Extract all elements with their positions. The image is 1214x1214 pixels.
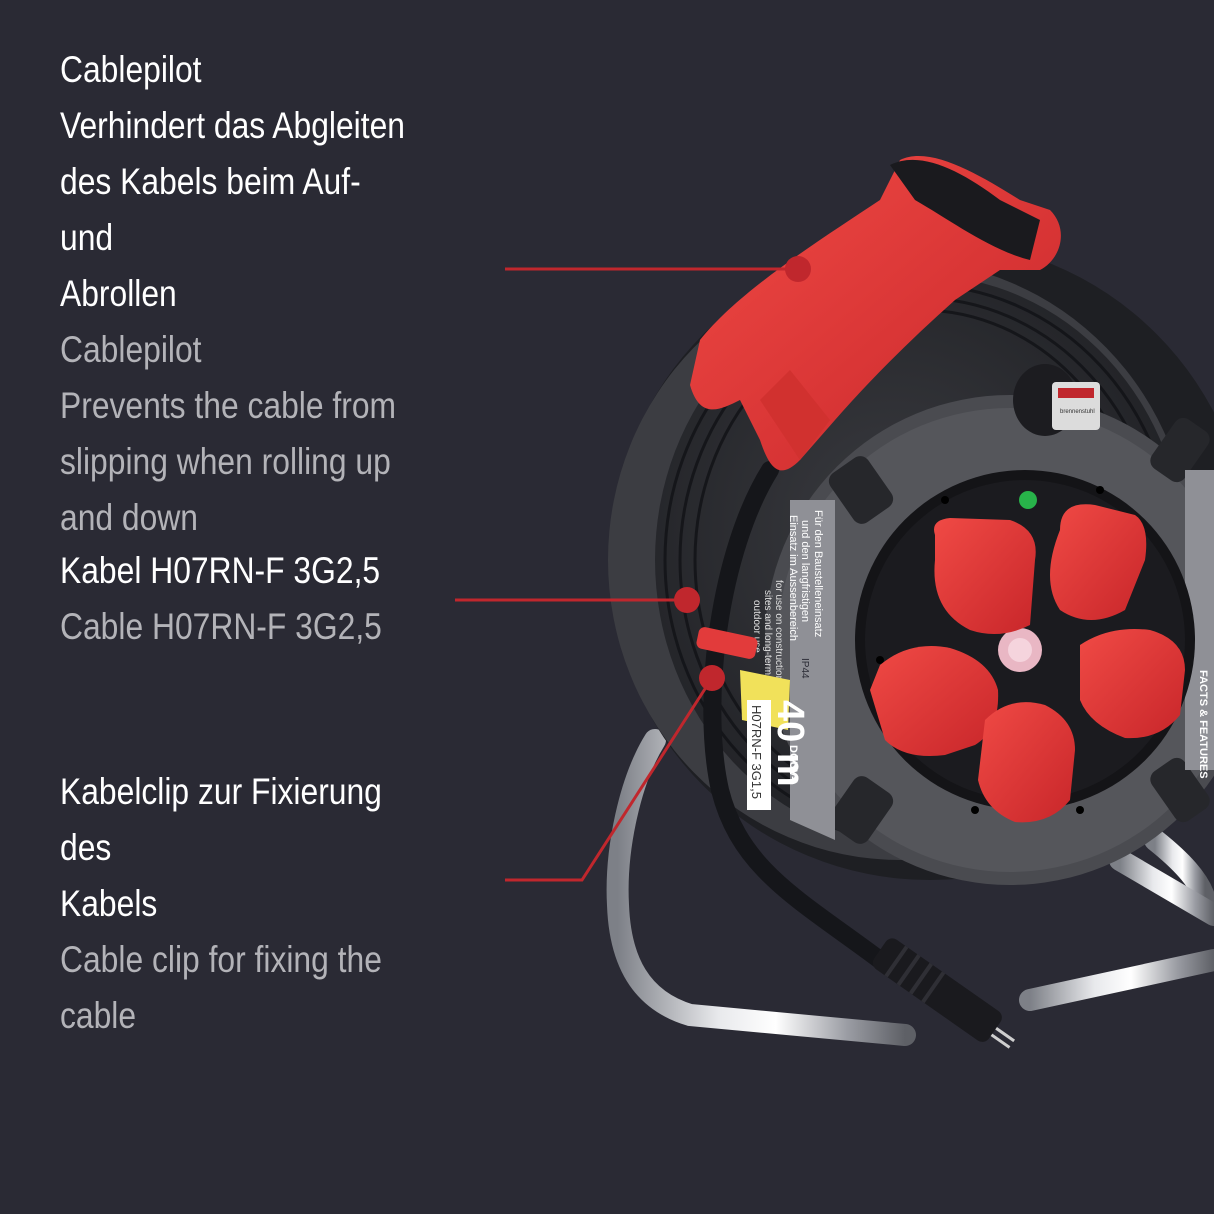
- leader-dot-clip: [699, 665, 725, 691]
- callout-cable-clip-de-2: Kabels: [60, 883, 158, 924]
- product-label: Für den Baustelleneinsatz und den langfr…: [740, 470, 1214, 840]
- callout-lines: [455, 256, 811, 882]
- metal-stand: [606, 729, 1214, 1046]
- callout-cablepilot: Cablepilot Verhindert das Abgleiten des …: [60, 42, 421, 546]
- socket-cover-1: [934, 518, 1036, 634]
- label-de-text-1: Für den Baustelleneinsatz: [812, 510, 824, 637]
- callout-cable: Kabel H07RN-F 3G2,5 Cable H07RN-F 3G2,5: [60, 543, 421, 655]
- callout-cablepilot-de-2: Verhindert das Abgleiten: [60, 105, 405, 146]
- ip-rating: IP44: [799, 658, 810, 679]
- flange-slots: [828, 417, 1210, 844]
- callout-cablepilot-de-4: Abrollen: [60, 273, 177, 314]
- fuse-knob: brennenstuhl: [1013, 364, 1100, 436]
- callout-cablepilot-de-1: Cablepilot: [60, 49, 202, 90]
- callout-cable-de: Kabel H07RN-F 3G2,5: [60, 550, 381, 591]
- callout-cable-en: Cable H07RN-F 3G2,5: [60, 606, 382, 647]
- leader-line-clip: [505, 677, 714, 882]
- callout-cablepilot-de-3: des Kabels beim Auf- und: [60, 161, 361, 258]
- label-en-text-3: outdoor use: [751, 600, 762, 653]
- cable-length: 40 m: [769, 700, 811, 787]
- callout-cablepilot-en-4: and down: [60, 497, 199, 538]
- callout-cablepilot-en-2: Prevents the cable from: [60, 385, 397, 426]
- callout-cablepilot-en-3: slipping when rolling up: [60, 441, 391, 482]
- cable-type-label: H07RN-F 3G1,5: [749, 705, 764, 799]
- norm-label: DGUV-I: [787, 745, 799, 783]
- plug: [872, 938, 1015, 1049]
- callout-cable-clip-en-2: cable: [60, 995, 137, 1036]
- label-en-text-1: for use on construction: [773, 580, 784, 681]
- callout-cable-clip-en-1: Cable clip for fixing the: [60, 939, 382, 980]
- socket-cover-3: [870, 646, 999, 756]
- label-de-text-3: Einsatz im Aussenbereich: [787, 515, 799, 641]
- callout-cablepilot-en-1: Cablepilot: [60, 329, 202, 370]
- cablepilot-handle: [690, 155, 1061, 471]
- socket-cover-4: [1080, 629, 1185, 739]
- indicator-light: [1019, 491, 1037, 509]
- socket-cover-5: [978, 702, 1075, 823]
- facts-features-label: FACTS & FEATURES: [1197, 670, 1209, 779]
- callout-cable-clip-de-1: Kabelclip zur Fixierung des: [60, 771, 382, 868]
- leader-dot-cable: [674, 587, 700, 613]
- brand-label: brennenstuhl: [1060, 409, 1095, 415]
- label-de-text-2: und den langfristigen: [799, 520, 811, 622]
- leader-dot-cablepilot: [785, 256, 811, 282]
- callout-cable-clip: Kabelclip zur Fixierung des Kabels Cable…: [60, 764, 421, 1044]
- socket-covers: [870, 504, 1185, 823]
- socket-cover-2: [1050, 504, 1147, 620]
- cable-clip: [696, 627, 758, 659]
- label-en-text-2: sites and long-term: [762, 590, 773, 675]
